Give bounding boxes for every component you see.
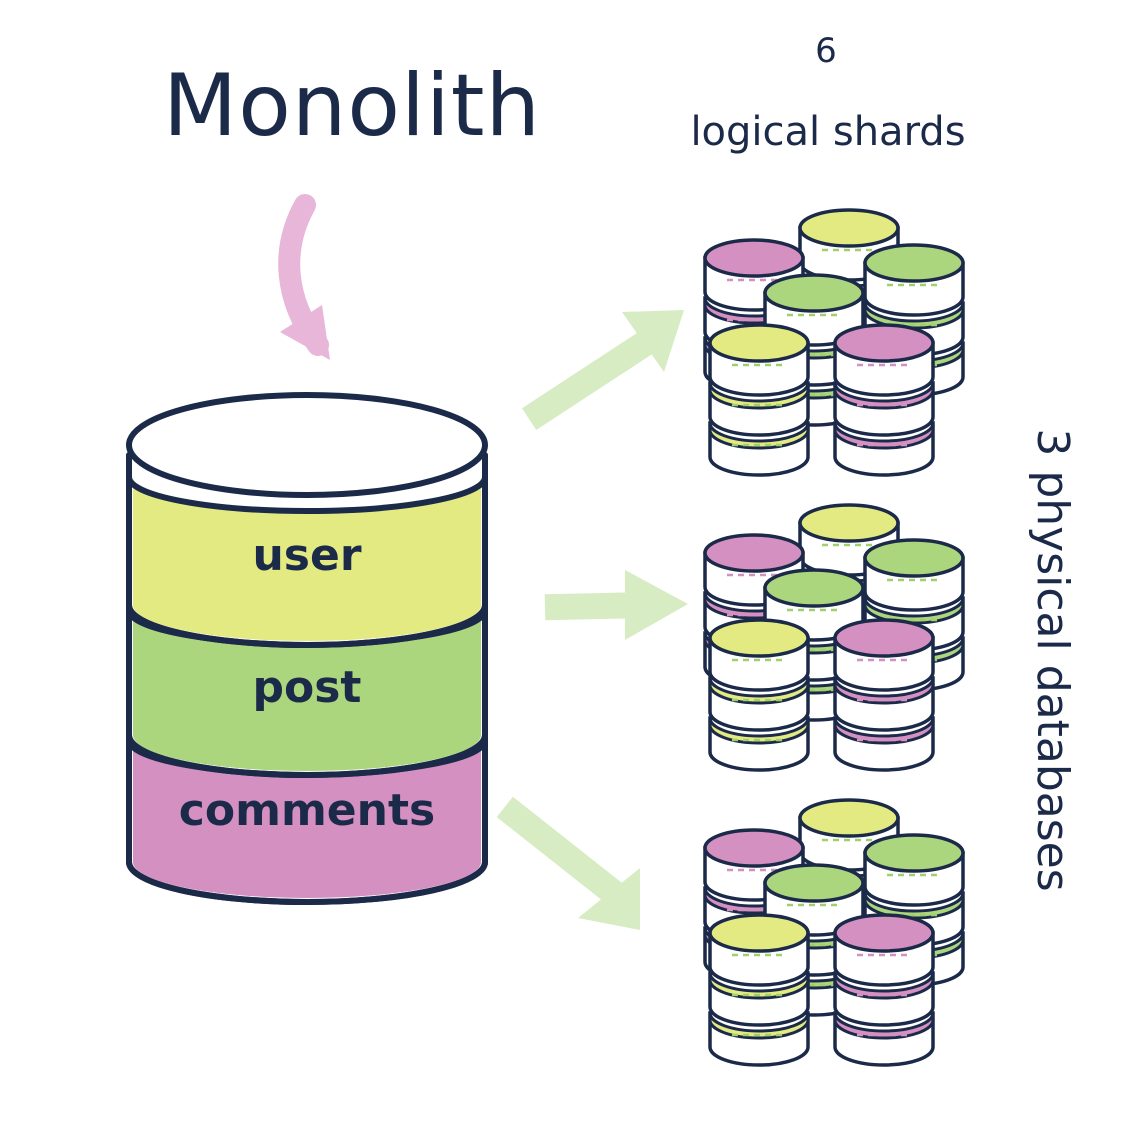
shard-count-label: 6 [815, 31, 837, 71]
physical-databases-label: 3 physical databases [1027, 428, 1078, 891]
logical-shards-label: logical shards [690, 109, 965, 155]
pink-arrow-icon [278, 194, 330, 360]
monolith-top [126, 392, 488, 498]
logical-shard [708, 323, 810, 477]
arrow-to-database-3-icon [496, 796, 640, 930]
logical-shard [833, 323, 935, 477]
logical-shard [708, 913, 810, 1067]
physical-databases [703, 208, 965, 1067]
monolith-layer-user: user [126, 452, 488, 648]
logical-shard [833, 618, 935, 772]
physical-database-3 [703, 798, 965, 1067]
logical-shard [833, 913, 935, 1067]
layer-label-post: post [253, 662, 362, 713]
arrow-to-database-2-icon [544, 570, 688, 640]
logical-shard [708, 618, 810, 772]
monolith-database: comments post user [126, 392, 488, 905]
physical-database-1 [703, 208, 965, 477]
arrow-to-database-1-icon [522, 310, 684, 430]
title-monolith: Monolith [163, 56, 541, 156]
layer-label-user: user [252, 530, 361, 581]
physical-database-2 [703, 503, 965, 772]
layer-label-comments: comments [179, 785, 435, 836]
